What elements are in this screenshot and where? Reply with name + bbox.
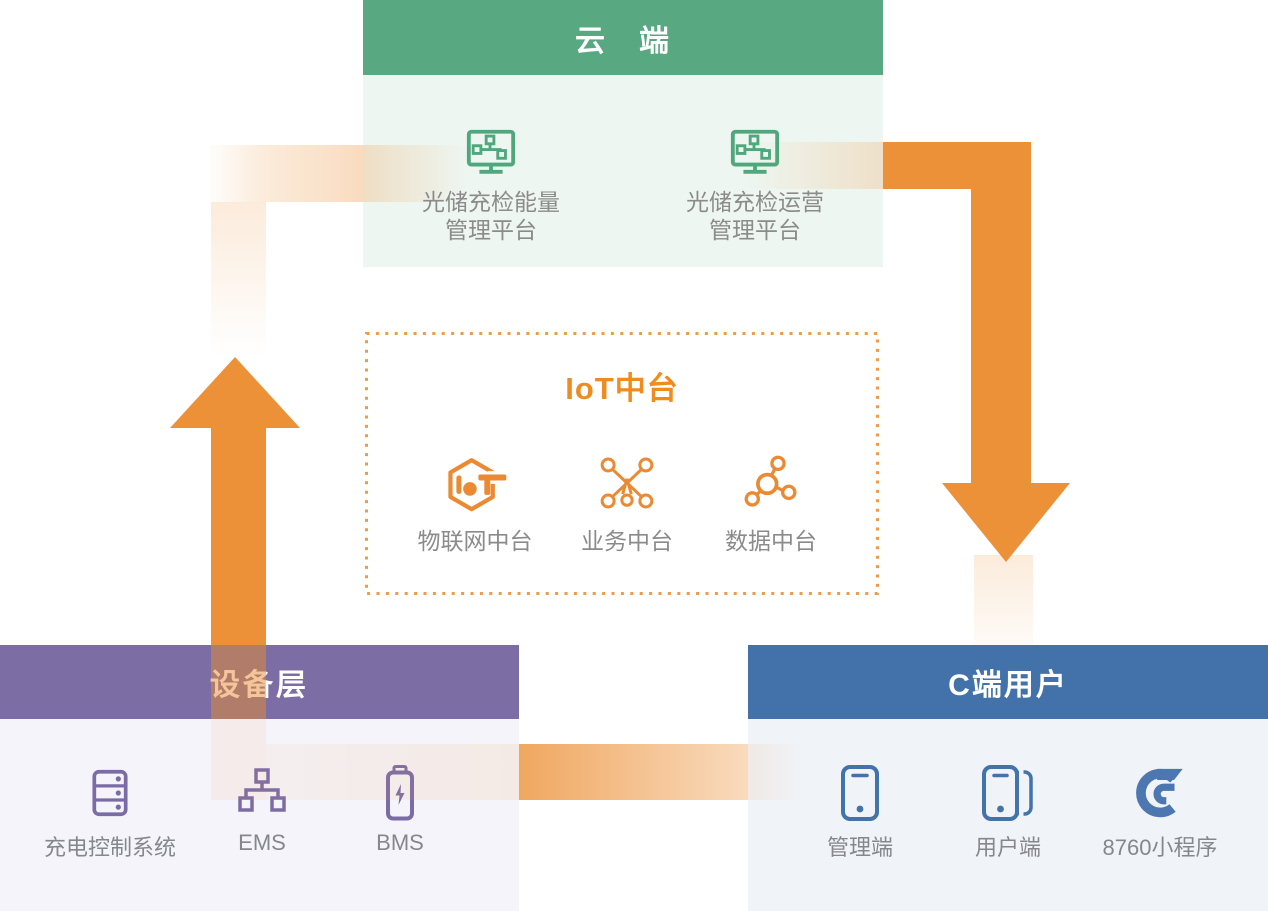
up-arrow-overlay-body [211,719,266,800]
platform-label-line1: 光储充检运营 [686,189,824,215]
user-client-item: 用户端 [933,764,1083,862]
bms-battery-icon [330,764,470,822]
cloud-section-body [363,75,883,267]
flow-band-device-body [266,744,519,800]
iot-middle-platform-box [365,332,879,595]
ems-item: EMS [192,764,332,856]
iot-item-label: 数据中台 [725,528,817,554]
platform-label-line2: 管理平台 [709,217,801,243]
user-item-label: 用户端 [974,835,1041,860]
device-item-label: EMS [238,830,286,855]
data-platform-item: 数据中台 [691,448,851,556]
data-platform-icon [691,448,851,518]
c-user-header: C端用户 [748,645,1268,719]
user-item-label: 8760小程序 [1102,835,1218,860]
up-arrow-stem [211,428,266,645]
energy-platform-item: 光储充检能量 管理平台 [371,124,611,244]
platform-label-line2: 管理平台 [445,217,537,243]
down-arrow-stem [971,142,1031,483]
flow-band-top-left [210,145,363,202]
iot-title: IoT中台 [565,371,679,406]
cloud-section-header: 云 端 [363,0,883,75]
up-arrow-overlay-header [211,645,266,719]
platform-label-line1: 光储充检能量 [422,189,560,215]
charging-control-server-icon [15,764,205,822]
business-platform-item: 业务中台 [547,448,707,556]
charging-control-item: 充电控制系统 [15,764,205,862]
operation-platform-item: 光储充检运营 管理平台 [635,124,875,244]
mini-program-logo-icon [1065,764,1255,822]
flow-band-tail-over-cloud-left [363,145,468,202]
flow-band-bottom [519,744,748,800]
bms-item: BMS [330,764,470,856]
ems-topology-icon [192,764,332,822]
up-arrow-head [170,357,300,428]
admin-phone-icon [790,764,930,822]
device-item-label: 充电控制系统 [43,835,176,860]
mini-program-item: 8760小程序 [1065,764,1255,862]
user-item-label: 管理端 [826,835,893,860]
device-layer-body [0,719,519,911]
iot-platform-item: 物联网中台 [395,448,555,556]
flow-band-bottom-tail [748,744,803,800]
user-phones-icon [933,764,1083,822]
cloud-title: 云 端 [575,24,671,58]
admin-client-item: 管理端 [790,764,930,862]
iot-platform-icon [395,448,555,518]
down-arrow-head [942,483,1070,562]
iot-item-label: 物联网中台 [417,528,533,554]
iot-item-label: 业务中台 [581,528,673,554]
business-platform-icon [547,448,707,518]
device-item-label: BMS [376,830,424,855]
flow-band-left-vertical [211,202,266,357]
monitor-network-icon [371,124,611,180]
monitor-network-icon [635,124,875,180]
c-user-title: C端用户 [948,669,1068,702]
flow-band-below-down-arrow [974,555,1033,645]
